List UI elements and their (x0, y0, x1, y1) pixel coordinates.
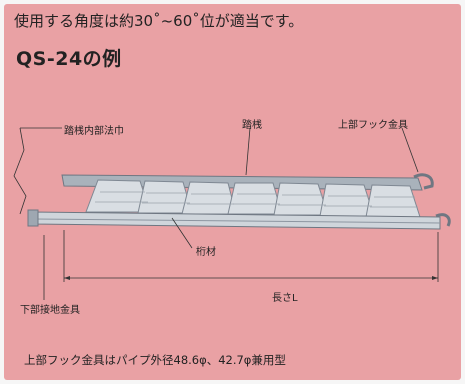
label-tread-inner-width: 踏桟内部法巾 (64, 126, 124, 137)
model-title: QS-24の例 (16, 48, 122, 70)
footnote: 上部フック金具はパイプ外径48.6φ、42.7φ兼用型 (24, 353, 286, 367)
step-4 (227, 182, 283, 215)
label-step: 踏桟 (242, 120, 262, 131)
top-hook-fitting (413, 173, 434, 190)
near-hook-fitting (435, 213, 451, 227)
step-3 (181, 181, 237, 215)
label-stringer: 桁材 (196, 247, 216, 258)
leader-lines (13, 127, 439, 300)
label-bottom-fitting: 下部接地金具 (20, 305, 80, 316)
label-length: 長さL (272, 293, 298, 304)
bottom-fitting (27, 209, 39, 227)
intro-text: 使用する角度は約30˚~60˚位が適当です。 (14, 12, 304, 30)
label-top-hook: 上部フック金具 (338, 120, 408, 131)
step-ribs (95, 191, 418, 208)
tread-steps (85, 179, 421, 218)
